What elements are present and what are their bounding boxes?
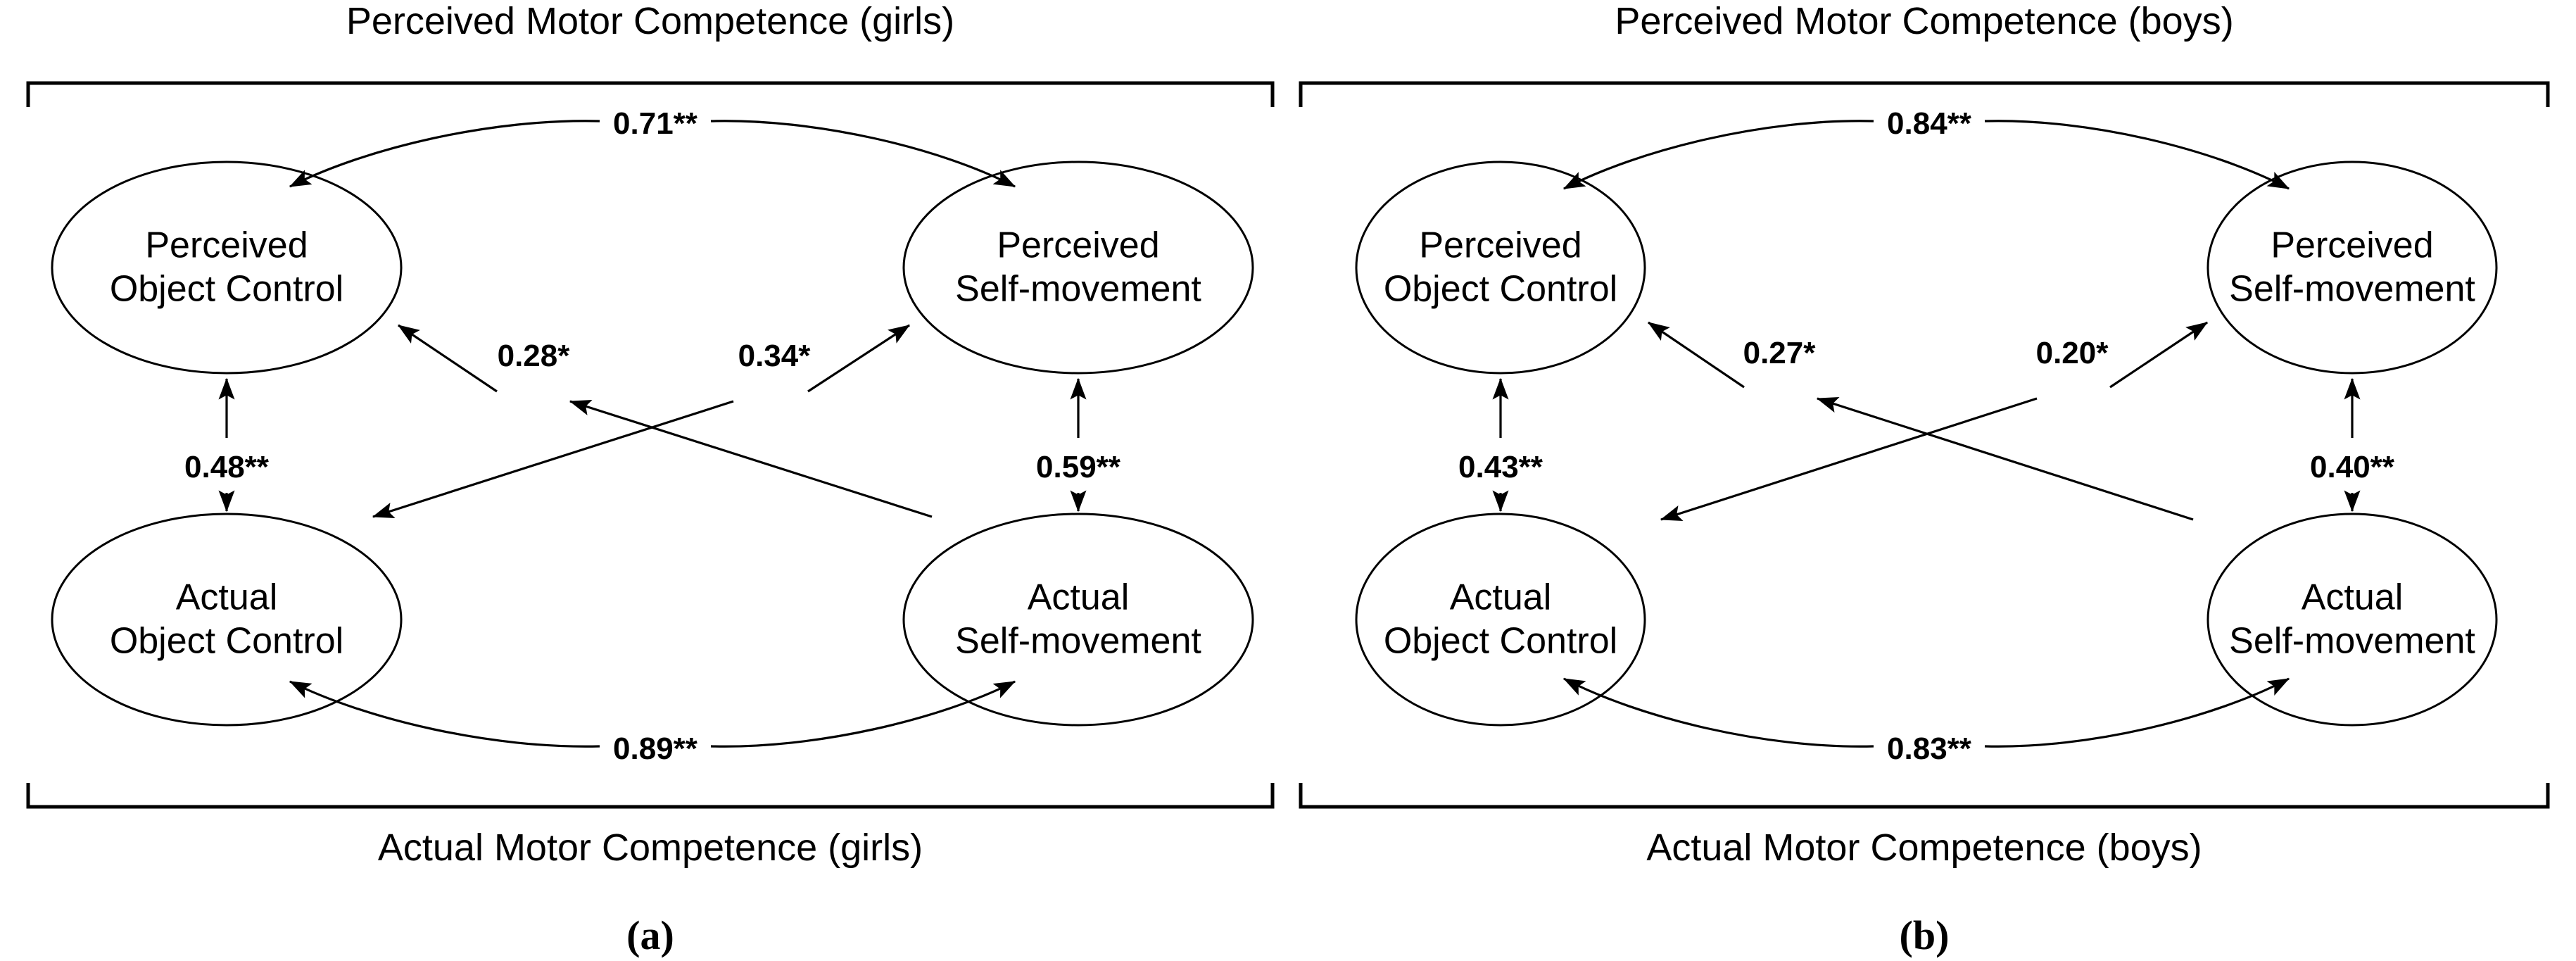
panel-b-node-actual-object-control[interactable]: [1355, 513, 1646, 727]
panel-b-coefficient-actual-sm-to-perceived-oc: 0.27*: [1743, 336, 1817, 370]
panel-b-top-bracket-label: Perceived Motor Competence (boys): [1615, 0, 2233, 42]
panel-b-coefficient-actual-oc-to-actual-sm: 0.83**: [1887, 731, 1972, 766]
panel-b-coefficient-perceived-oc-to-perceived-sm: 0.84**: [1887, 106, 1972, 141]
panel-b-caption: (b): [1900, 912, 1950, 958]
panel-a-link-actual-oc-to-perceived-sm-head: [807, 324, 911, 393]
panel-a-coefficient-perceived-sm-to-actual-sm: 0.59**: [1036, 450, 1121, 484]
panel-b-link-actual-oc-to-actual-sm-right: [1984, 677, 2290, 748]
panel-b-link-perceived-oc-to-perceived-sm-right: [1984, 120, 2290, 190]
panel-b-coefficient-perceived-oc-to-actual-oc: 0.43**: [1458, 450, 1543, 484]
panel-b-label-actual-self-movement-line1: Actual: [2302, 577, 2404, 618]
panel-a-node-actual-self-movement[interactable]: [902, 513, 1254, 727]
panel-a-label-perceived-object-control-line1: Perceived: [145, 225, 308, 266]
panel-b-link-perceived-oc-to-perceived-sm-left: [1562, 120, 1874, 190]
panel-b-link-actual-oc-to-actual-sm-left: [1562, 677, 1874, 748]
panel-a-coefficient-perceived-oc-to-perceived-sm: 0.71**: [613, 106, 698, 141]
panel-a-label-actual-self-movement-line1: Actual: [1028, 577, 1130, 618]
panel-a-link-perceived-oc-to-perceived-sm-left: [289, 120, 600, 188]
panel-a-label-perceived-self-movement-line2: Self-movement: [955, 269, 1201, 310]
panel-b-node-perceived-self-movement[interactable]: [2206, 161, 2498, 375]
panel-a-bottom-bracket-label: Actual Motor Competence (girls): [378, 827, 923, 869]
panel-a-coefficient-actual-sm-to-perceived-oc: 0.28*: [498, 339, 571, 373]
panel-a-node-perceived-self-movement[interactable]: [902, 161, 1254, 375]
panel-b-label-actual-self-movement-line2: Self-movement: [2229, 621, 2475, 662]
panel-b-link-actual-oc-to-perceived-sm-tail: [1660, 397, 2038, 521]
panel-a-link-actual-oc-to-actual-sm-right: [710, 680, 1016, 748]
panel-a-label-actual-object-control-line1: Actual: [176, 577, 278, 618]
panel-b-label-perceived-self-movement-line1: Perceived: [2271, 225, 2433, 266]
panel-a-coefficient-actual-oc-to-actual-sm: 0.89**: [613, 731, 698, 766]
panel-a: Perceived Motor Competence (girls) Actua…: [26, 0, 1275, 958]
panel-b-bottom-bracket: [1299, 783, 2550, 809]
panel-a-node-perceived-object-control[interactable]: [51, 161, 403, 375]
panel-a-label-perceived-object-control-line2: Object Control: [110, 269, 343, 310]
panel-a-label-actual-self-movement-line2: Self-movement: [955, 621, 1201, 662]
panel-b-node-perceived-object-control[interactable]: [1355, 161, 1646, 375]
panel-a-top-bracket: [26, 81, 1275, 107]
panel-a-link-actual-sm-to-perceived-oc-tail: [569, 399, 933, 518]
panel-a-link-actual-oc-to-perceived-sm-tail: [372, 400, 734, 518]
panel-b-label-perceived-object-control-line1: Perceived: [1419, 225, 1581, 266]
panel-b-node-actual-self-movement[interactable]: [2206, 513, 2498, 727]
panel-b-bottom-bracket-label: Actual Motor Competence (boys): [1646, 827, 2202, 869]
panel-b-coefficient-actual-oc-to-perceived-sm: 0.20*: [2036, 336, 2109, 370]
panel-a-label-perceived-self-movement-line1: Perceived: [997, 225, 1159, 266]
panel-b-label-actual-object-control-line2: Object Control: [1384, 621, 1617, 662]
panel-b-link-actual-oc-to-perceived-sm-head: [2109, 321, 2209, 389]
panel-b: Perceived Motor Competence (boys) Actual…: [1299, 0, 2550, 958]
panel-a-node-actual-object-control[interactable]: [51, 513, 403, 727]
panel-a-link-perceived-oc-to-perceived-sm-right: [710, 120, 1016, 188]
panel-a-bottom-bracket: [26, 783, 1275, 809]
panel-a-coefficient-perceived-oc-to-actual-oc: 0.48**: [184, 450, 270, 484]
panel-a-caption: (a): [626, 912, 674, 958]
panel-b-label-perceived-object-control-line2: Object Control: [1384, 269, 1617, 310]
panel-b-label-actual-object-control-line1: Actual: [1450, 577, 1552, 618]
panel-a-label-actual-object-control-line2: Object Control: [110, 621, 343, 662]
panel-a-link-actual-sm-to-perceived-oc-head: [397, 324, 498, 393]
panel-b-top-bracket: [1299, 81, 2550, 107]
panel-b-link-actual-sm-to-perceived-oc-head: [1647, 321, 1745, 389]
panel-a-link-actual-oc-to-actual-sm-left: [289, 680, 600, 748]
panel-a-top-bracket-label: Perceived Motor Competence (girls): [346, 0, 954, 42]
panel-b-label-perceived-self-movement-line2: Self-movement: [2229, 269, 2475, 310]
panel-b-coefficient-perceived-sm-to-actual-sm: 0.40**: [2310, 450, 2395, 484]
panel-a-coefficient-actual-oc-to-perceived-sm: 0.34*: [738, 339, 812, 373]
panel-b-link-actual-sm-to-perceived-oc-tail: [1816, 397, 2194, 521]
